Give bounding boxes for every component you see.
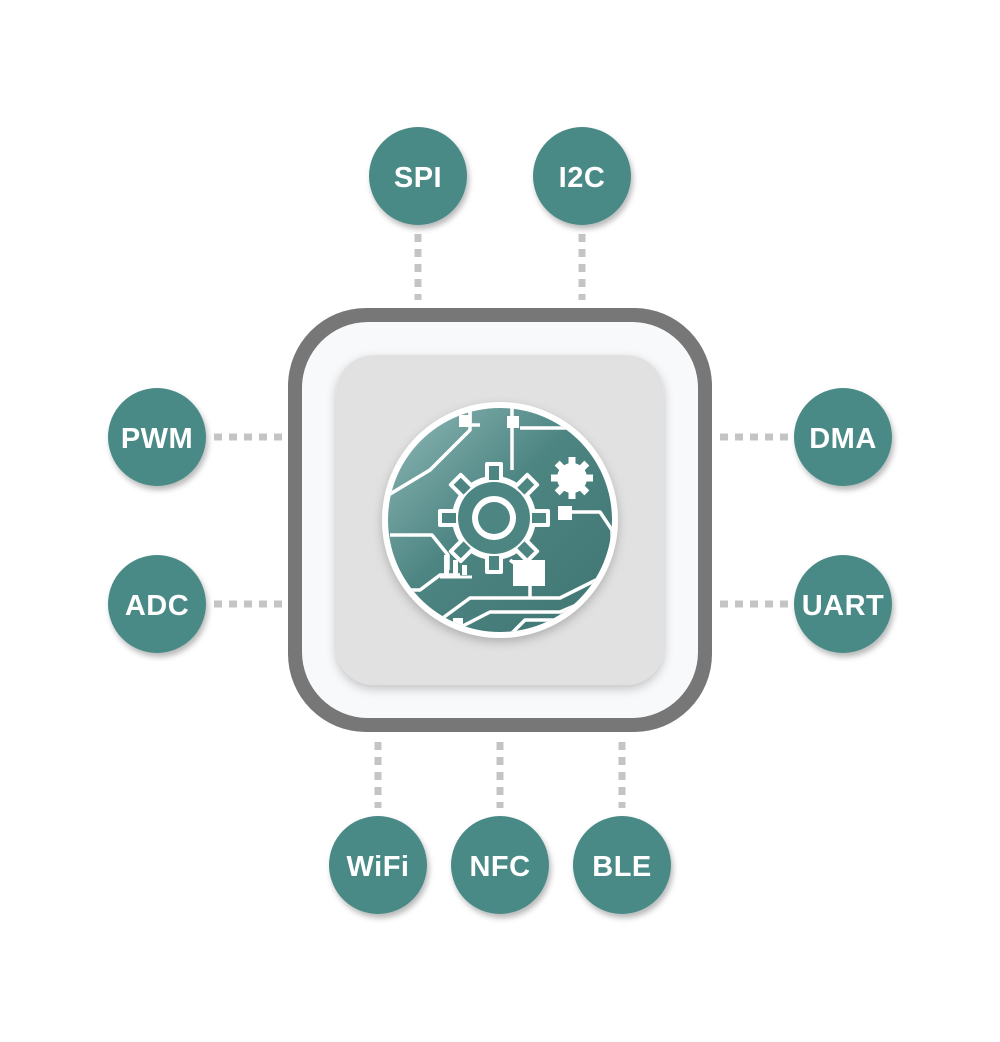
node-i2c: I2C — [533, 127, 631, 225]
node-wifi: WiFi — [329, 816, 427, 914]
circuit-gear-icon — [382, 402, 618, 638]
connectors — [214, 234, 788, 808]
node-spi-label: SPI — [394, 162, 442, 194]
node-wifi-label: WiFi — [347, 851, 410, 883]
node-nfc: NFC — [451, 816, 549, 914]
node-dma-label: DMA — [809, 423, 877, 455]
node-ble-label: BLE — [592, 851, 652, 883]
node-ble: BLE — [573, 816, 671, 914]
node-nfc-label: NFC — [469, 851, 530, 883]
node-uart: UART — [794, 555, 892, 653]
node-pwm: PWM — [108, 388, 206, 486]
node-pwm-label: PWM — [121, 423, 193, 455]
node-uart-label: UART — [802, 590, 885, 622]
node-spi: SPI — [369, 127, 467, 225]
node-dma: DMA — [794, 388, 892, 486]
node-adc: ADC — [108, 555, 206, 653]
chip — [288, 308, 712, 732]
node-adc-label: ADC — [125, 590, 189, 622]
node-i2c-label: I2C — [559, 162, 606, 194]
